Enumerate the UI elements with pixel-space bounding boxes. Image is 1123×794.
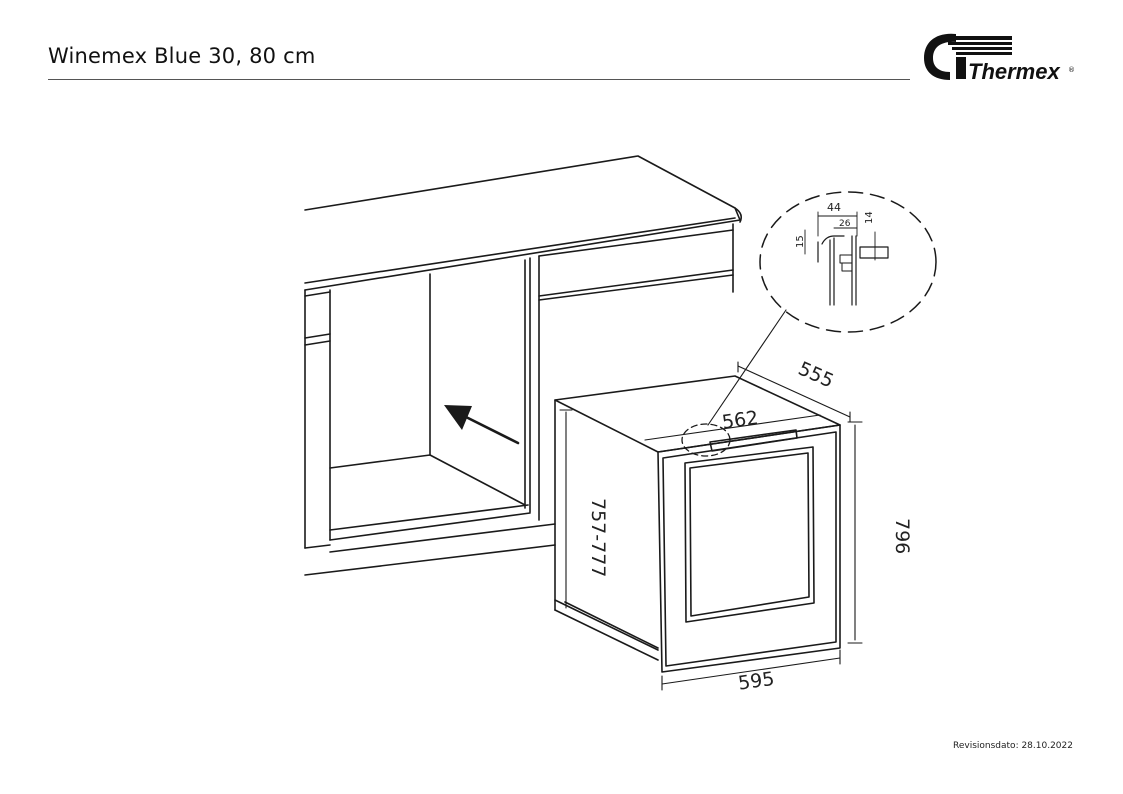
detail-dim-26: 26 [839,219,851,229]
dim-depth-top: 555 [795,358,837,393]
detail-view [759,191,937,333]
thermex-logo: Thermex ® [924,33,1075,84]
dimension-lines [559,309,863,691]
logo-mark-icon [924,33,1012,80]
detail-dim-44: 44 [827,201,841,214]
dim-depth-inner: 562 [721,407,760,434]
page-title: Winemex Blue 30, 80 cm [48,44,316,68]
detail-callout-marker [681,423,731,457]
kitchen-cabinet [304,155,742,576]
detail-dim-15: 15 [795,235,806,248]
detail-dim-14: 14 [864,211,875,224]
logo-wordmark: Thermex [968,59,1060,84]
revision-date: Revisionsdato: 28.10.2022 [953,741,1073,751]
logo-trademark: ® [1068,66,1075,74]
wine-cooler [554,375,841,673]
dim-height-range: 757-777 [587,498,609,577]
header-divider [48,79,910,80]
dim-height-total: 796 [891,518,913,554]
dim-width: 595 [737,668,776,695]
insert-arrow-icon [444,405,520,445]
